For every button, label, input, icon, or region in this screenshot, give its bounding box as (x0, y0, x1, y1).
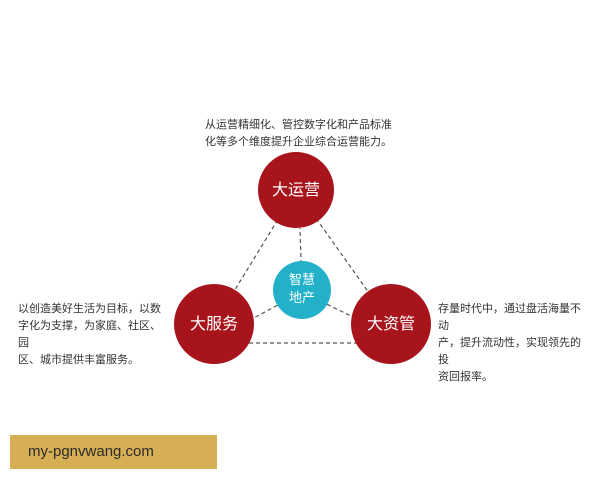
description-right-line: 资回报率。 (438, 370, 493, 383)
node-center-label: 智慧 地产 (272, 272, 332, 308)
node-left-circle (174, 284, 254, 364)
description-left-line: 区、城市提供丰富服务。 (18, 353, 139, 366)
description-top-line: 从运营精细化、管控数字化和产品标准 (205, 118, 392, 131)
node-right-label: 大资管 (366, 314, 415, 333)
node-left-label: 大服务 (189, 314, 238, 333)
description-left: 以创造美好生活为目标，以数 字化为支撑，为家庭、社区、园 区、城市提供丰富服务。 (18, 300, 170, 368)
connector-top-left (213, 189, 297, 325)
description-left-line: 以创造美好生活为目标，以数 (18, 302, 161, 315)
node-right-circle (351, 284, 431, 364)
node-top-circle (258, 152, 334, 228)
description-right-line: 产，提升流动性，实现领先的投 (438, 336, 581, 366)
node-top-label: 大运营 (271, 180, 320, 199)
description-top-line: 化等多个维度提升企业综合运营能力。 (205, 135, 392, 148)
node-center-circle (273, 261, 331, 319)
description-left-line: 字化为支撑，为家庭、社区、园 (18, 319, 161, 349)
watermark-banner: my-pgnvwang.com (10, 435, 217, 469)
description-right-line: 存量时代中，通过盘活海量不动 (438, 302, 581, 332)
description-top: 从运营精细化、管控数字化和产品标准 化等多个维度提升企业综合运营能力。 (205, 116, 405, 150)
description-right: 存量时代中，通过盘活海量不动 产，提升流动性，实现领先的投 资回报率。 (438, 300, 590, 385)
center-label-line2: 地产 (288, 291, 315, 306)
center-label-line1: 智慧 (288, 273, 315, 288)
